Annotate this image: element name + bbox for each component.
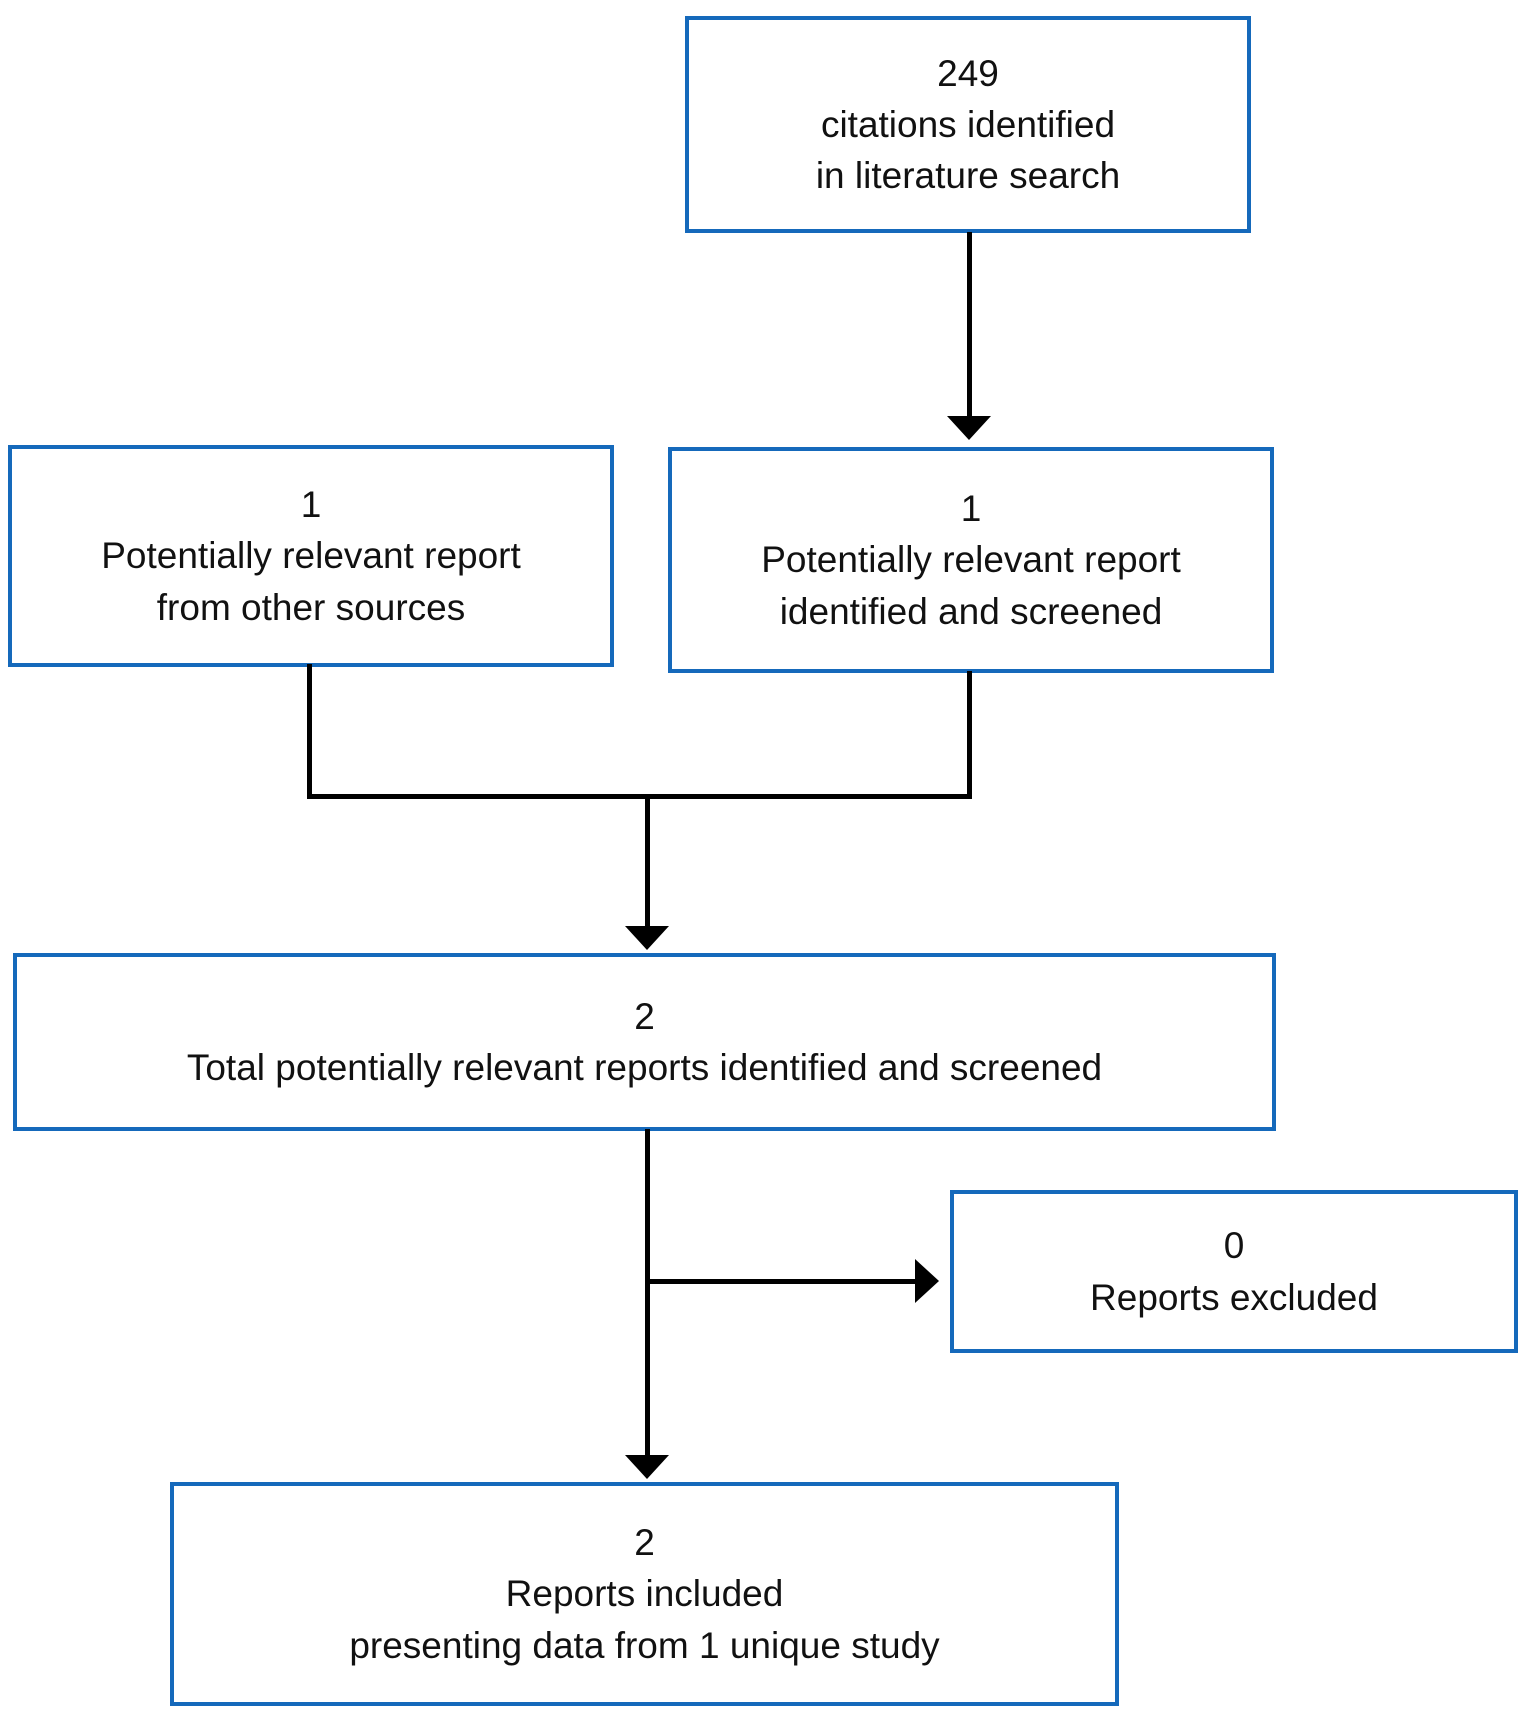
screened-label-line1: Potentially relevant report bbox=[761, 539, 1181, 581]
other-sources-label-line1: Potentially relevant report bbox=[101, 535, 521, 577]
arrowhead-down-icon bbox=[625, 926, 669, 950]
citations-label-line2: in literature search bbox=[815, 155, 1121, 197]
excluded-label: Reports excluded bbox=[1090, 1276, 1378, 1318]
other-sources-label-line2: from other sources bbox=[156, 586, 466, 628]
count-screened: 1 bbox=[960, 488, 982, 530]
box-report-other-sources: 1 Potentially relevant report from other… bbox=[8, 445, 614, 667]
arrowhead-down-icon bbox=[947, 416, 991, 440]
included-label-line2: presenting data from 1 unique study bbox=[349, 1624, 940, 1666]
box-citations-identified: 249 citations identified in literature s… bbox=[685, 16, 1251, 233]
included-label-line1: Reports included bbox=[505, 1573, 784, 1615]
screened-label-line2: identified and screened bbox=[779, 590, 1163, 632]
count-citations: 249 bbox=[937, 52, 999, 94]
connector-total-to-included-line bbox=[645, 1129, 650, 1455]
box-reports-excluded: 0 Reports excluded bbox=[950, 1190, 1518, 1353]
total-label: Total potentially relevant reports ident… bbox=[186, 1047, 1103, 1088]
box-total-reports: 2 Total potentially relevant reports ide… bbox=[13, 953, 1276, 1131]
citations-label-line1: citations identified bbox=[820, 103, 1116, 145]
arrowhead-right-icon bbox=[915, 1259, 939, 1303]
connector-total-to-excluded-line bbox=[645, 1279, 915, 1284]
arrowhead-down-icon bbox=[625, 1455, 669, 1479]
count-other-sources: 1 bbox=[300, 484, 322, 526]
connector-other-sources-drop-line bbox=[307, 664, 312, 798]
connector-merge-to-total-line bbox=[645, 794, 650, 926]
box-reports-included: 2 Reports included presenting data from … bbox=[170, 1482, 1119, 1706]
count-excluded: 0 bbox=[1223, 1225, 1245, 1267]
count-total: 2 bbox=[634, 995, 655, 1037]
connector-screened-drop-line bbox=[967, 671, 972, 798]
box-report-identified-screened: 1 Potentially relevant report identified… bbox=[668, 447, 1274, 673]
count-included: 2 bbox=[634, 1522, 655, 1564]
connector-merge-line bbox=[307, 794, 972, 799]
connector-citations-to-screened-line bbox=[967, 232, 972, 416]
